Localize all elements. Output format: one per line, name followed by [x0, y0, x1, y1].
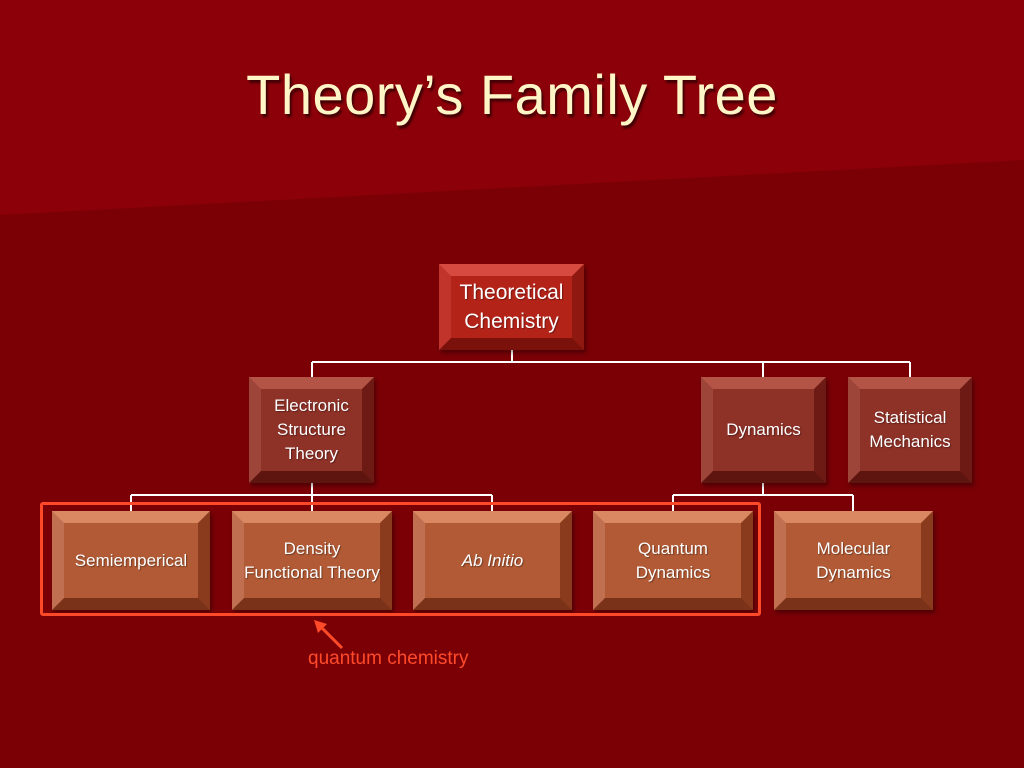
- node-label: Molecular Dynamics: [786, 523, 921, 598]
- node-label: Ab Initio: [425, 523, 560, 598]
- node-quantum-dynamics: Quantum Dynamics: [593, 511, 753, 610]
- node-dynamics: Dynamics: [701, 377, 826, 483]
- node-electronic-structure-theory: Electronic Structure Theory: [249, 377, 374, 483]
- node-label: Semiemperical: [64, 523, 198, 598]
- node-label: Density Functional Theory: [244, 523, 380, 598]
- quantum-chemistry-highlight-box: [40, 502, 761, 616]
- node-ab-initio: Ab Initio: [413, 511, 572, 610]
- node-molecular-dynamics: Molecular Dynamics: [774, 511, 933, 610]
- node-density-functional-theory: Density Functional Theory: [232, 511, 392, 610]
- node-semiemperical: Semiemperical: [52, 511, 210, 610]
- node-label: Dynamics: [713, 389, 814, 471]
- node-theoretical-chemistry: Theoretical Chemistry: [439, 264, 584, 350]
- slide-title: Theory’s Family Tree: [246, 63, 778, 126]
- node-label: Statistical Mechanics: [860, 389, 960, 471]
- node-label: Quantum Dynamics: [605, 523, 741, 598]
- annotation-quantum-chemistry: quantum chemistry: [308, 648, 469, 669]
- node-label: Electronic Structure Theory: [261, 389, 362, 471]
- node-label: Theoretical Chemistry: [451, 276, 572, 338]
- node-statistical-mechanics: Statistical Mechanics: [848, 377, 972, 483]
